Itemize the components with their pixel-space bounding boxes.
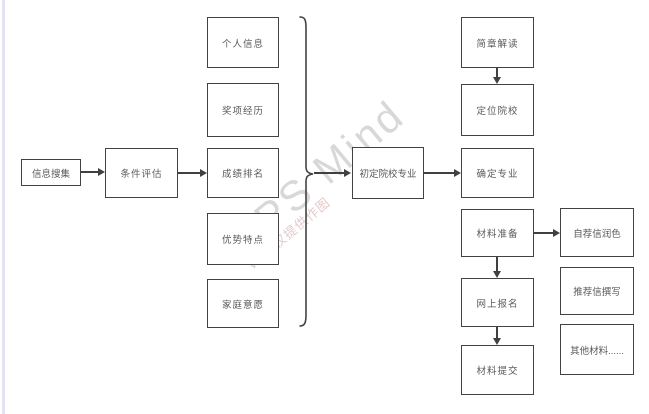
node-online-registration[interactable]: 网上报名 bbox=[461, 278, 534, 327]
node-info-collection[interactable]: 信息搜集 bbox=[21, 159, 81, 186]
node-grade-ranking[interactable]: 成绩排名 bbox=[207, 148, 279, 198]
node-brochure-reading[interactable]: 简章解读 bbox=[461, 17, 534, 68]
node-locate-schools[interactable]: 定位院校 bbox=[461, 84, 534, 136]
node-award-experience[interactable]: 奖项经历 bbox=[207, 83, 279, 137]
curly-brace-group bbox=[299, 16, 314, 327]
node-strength-traits[interactable]: 优势特点 bbox=[207, 213, 279, 265]
node-self-letter-polish[interactable]: 自荐信润色 bbox=[560, 208, 634, 257]
node-family-wishes[interactable]: 家庭意愿 bbox=[207, 279, 279, 328]
node-material-preparation[interactable]: 材料准备 bbox=[461, 209, 534, 257]
node-personal-info[interactable]: 个人信息 bbox=[207, 17, 279, 68]
node-rec-letter-writing[interactable]: 推荐信撰写 bbox=[560, 267, 634, 315]
arrow-brace-to-preliminary bbox=[314, 169, 351, 176]
arrow-material-to-online bbox=[493, 257, 500, 278]
arrow-evaluation-to-factors bbox=[178, 169, 207, 176]
arrow-info-to-evaluation bbox=[81, 168, 105, 175]
node-preliminary-school-major[interactable]: 初定院校专业 bbox=[352, 147, 424, 199]
left-edge-divider bbox=[2, 0, 5, 414]
arrow-material-to-selfletter bbox=[534, 229, 560, 236]
arrow-preliminary-to-major bbox=[424, 169, 461, 176]
arrow-brochure-to-locate bbox=[493, 68, 500, 84]
node-material-submission[interactable]: 材料提交 bbox=[461, 345, 534, 395]
arrow-online-to-submit bbox=[493, 327, 500, 345]
node-confirm-major[interactable]: 确定专业 bbox=[461, 148, 534, 198]
node-other-materials[interactable]: 其他材料...... bbox=[560, 324, 634, 375]
node-condition-evaluation[interactable]: 条件评估 bbox=[105, 148, 178, 198]
